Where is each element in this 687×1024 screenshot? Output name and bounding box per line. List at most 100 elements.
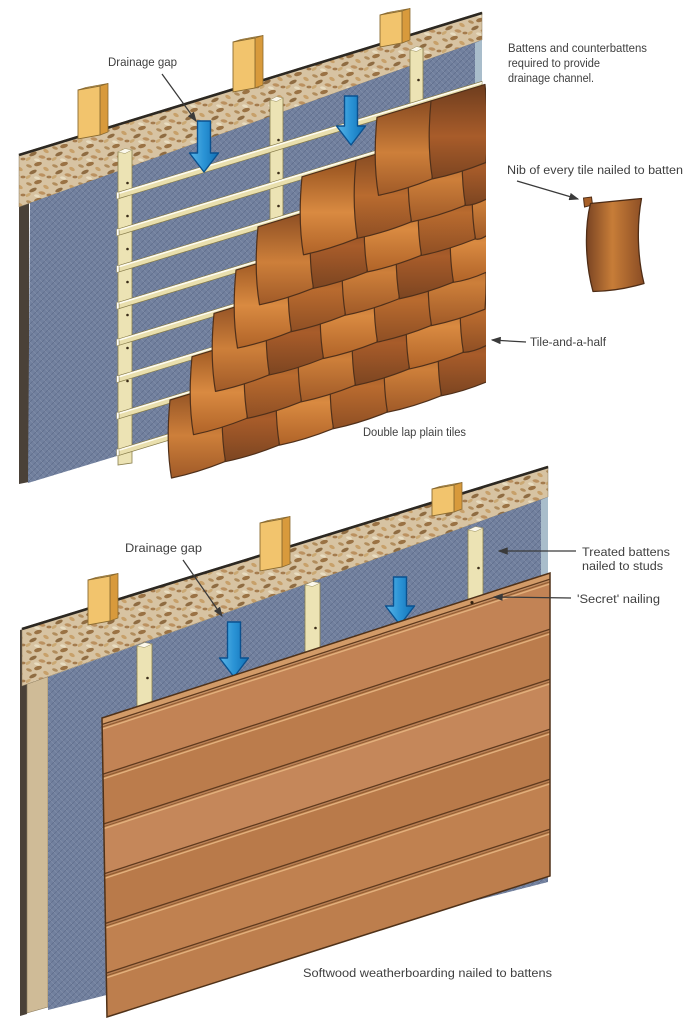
board-joint-shadow	[102, 730, 550, 879]
nail	[126, 214, 129, 218]
board-joint	[102, 827, 550, 976]
board-joint-shadow	[102, 830, 550, 979]
counterbatten-top-face	[117, 148, 133, 154]
plain-tile	[299, 159, 359, 256]
pointer-nib	[516, 180, 580, 201]
counterbatten-top-face	[136, 642, 153, 648]
tile-field	[167, 83, 486, 479]
airflow-arrows-1	[188, 95, 367, 173]
board-joint-shadow	[102, 630, 550, 779]
nail	[314, 626, 317, 630]
batten-end-face	[116, 301, 120, 310]
nail	[126, 379, 129, 383]
board-joint-shadow	[102, 780, 550, 929]
board-joint	[102, 727, 550, 876]
label-battens-note-line2: required to provide	[508, 56, 600, 70]
batten-end-face	[116, 375, 120, 383]
stud-side-face	[254, 34, 264, 89]
counterbatten-top-face	[304, 581, 321, 587]
weatherboard	[102, 780, 550, 977]
nail	[417, 78, 420, 82]
pointer-drainage-gap-2	[182, 559, 223, 618]
plain-tile	[428, 83, 486, 180]
single-tile-detail	[582, 196, 645, 293]
label-treated-battens-line1: Treated battens	[582, 545, 670, 559]
nail	[477, 566, 480, 570]
board-joint	[102, 777, 550, 926]
stud-side-face	[281, 515, 291, 568]
weatherboard	[102, 630, 550, 827]
nail	[126, 313, 129, 317]
nail	[126, 247, 129, 251]
label-treated-battens-line2: nailed to studs	[582, 559, 663, 573]
board-joint-shadow	[102, 680, 550, 829]
board-joint-shadow	[102, 580, 550, 729]
batten-end-face	[116, 191, 120, 200]
counterbatten-top-face	[269, 96, 284, 102]
stud-side-face	[401, 7, 411, 44]
batten-end-face	[116, 411, 120, 420]
figure-weatherboarding: Drainage gap Treated battens nailed to s…	[20, 465, 670, 1019]
board-joint	[102, 627, 550, 776]
airflow-arrow	[335, 95, 367, 146]
batten-highlight	[118, 81, 483, 194]
plain-tile	[374, 100, 434, 196]
airflow-arrow	[188, 120, 220, 173]
annotations-1: Drainage gap Battens and counterbattens …	[108, 41, 683, 439]
stud	[87, 575, 111, 626]
batten-end-face	[116, 265, 120, 273]
secret-nail	[470, 600, 474, 605]
figure-tile-cladding: Drainage gap Battens and counterbattens …	[18, 7, 683, 484]
counterbatten-top-face	[467, 526, 484, 532]
stud	[77, 85, 101, 140]
nail	[126, 280, 129, 284]
board-joint-highlight	[102, 782, 550, 931]
counterbatten	[269, 97, 284, 235]
nail	[126, 181, 129, 185]
label-secret-nailing: 'Secret' nailing	[577, 592, 660, 606]
airflow-arrows-2	[218, 576, 416, 678]
pointer-drainage-gap-1	[161, 73, 197, 123]
label-battens-note-line1: Battens and counterbattens	[508, 41, 647, 55]
stud	[232, 37, 256, 93]
membrane-edge	[541, 497, 548, 581]
batten-end-face	[116, 228, 120, 237]
panel-outline	[101, 571, 551, 1019]
weatherboard	[102, 580, 550, 777]
counterbatten	[409, 47, 424, 105]
stud	[431, 484, 455, 517]
stud	[379, 10, 403, 48]
label-softwood: Softwood weatherboarding nailed to batte…	[303, 966, 552, 980]
pointer-secret-nailing	[492, 593, 572, 601]
board-joint	[102, 677, 550, 826]
stud	[259, 518, 283, 572]
osb-panel-edge	[19, 153, 29, 484]
single-tile	[585, 197, 645, 293]
label-double-lap: Double lap plain tiles	[363, 425, 466, 439]
nail	[277, 171, 280, 175]
pointer-tile-and-a-half	[490, 336, 527, 345]
batten-end-face	[116, 338, 120, 347]
weatherboard	[102, 830, 550, 1017]
weatherboard	[102, 680, 550, 877]
board-joint-highlight	[102, 732, 550, 881]
annotations-2: Drainage gap Treated battens nailed to s…	[125, 541, 670, 980]
counterbatten-top-face	[409, 46, 424, 52]
stud-side-face	[109, 572, 119, 622]
board-joint-highlight	[102, 832, 550, 981]
board-joint-highlight	[102, 632, 550, 781]
nail	[277, 138, 280, 142]
nail	[126, 346, 129, 350]
airflow-arrow	[218, 621, 250, 678]
stud-side-face	[99, 82, 109, 136]
weatherboard	[102, 730, 550, 927]
board-joint-highlight	[102, 582, 550, 731]
batten-end-face	[116, 448, 120, 457]
label-drainage-gap-2: Drainage gap	[125, 541, 202, 555]
label-drainage-gap-1: Drainage gap	[108, 55, 177, 69]
osb-panel-edge	[20, 628, 27, 1016]
label-battens-note-line3: drainage channel.	[508, 71, 594, 85]
label-tile-and-a-half: Tile-and-a-half	[530, 335, 607, 349]
